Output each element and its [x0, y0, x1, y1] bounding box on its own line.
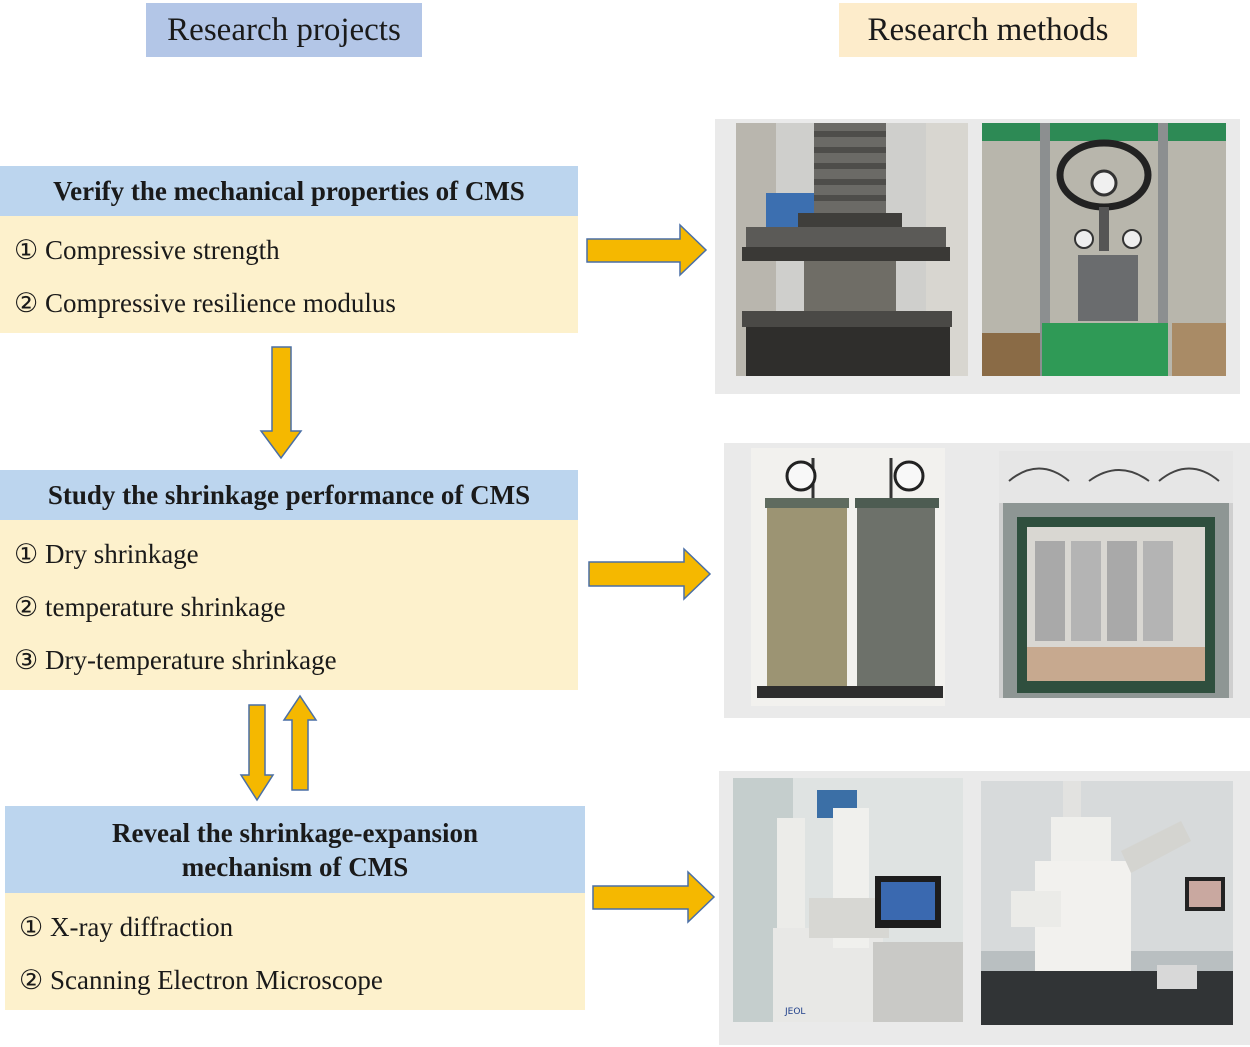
list-item: ① Dry shrinkage [14, 539, 199, 569]
compression-press-photo [736, 123, 968, 376]
shrinkage-performance-block: Study the shrinkage performance of CMS ①… [0, 470, 578, 690]
list-item: ② Scanning Electron Microscope [19, 965, 383, 995]
right-arrow-icon [588, 547, 712, 601]
mechanical-test-photos [715, 119, 1240, 394]
block-body: ① Compressive strength ② Compressive res… [0, 216, 578, 333]
research-projects-header: Research projects [146, 3, 422, 57]
up-arrow-icon [282, 694, 318, 791]
shrinkage-test-photos [724, 443, 1250, 718]
list-item: ① Compressive strength [14, 235, 280, 265]
block-body: ① Dry shrinkage ② temperature shrinkage … [0, 520, 578, 690]
mechanical-properties-block: Verify the mechanical properties of CMS … [0, 166, 578, 333]
scanning-electron-microscope-photo [981, 781, 1233, 1025]
down-arrow-icon [239, 704, 275, 802]
block-title-line: mechanism of CMS [181, 851, 409, 882]
block-body: ① X-ray diffraction ② Scanning Electron … [5, 893, 585, 1010]
resilience-modulus-tester-photo [982, 123, 1226, 376]
list-item: ③ Dry-temperature shrinkage [14, 645, 337, 675]
temperature-shrinkage-chamber-photo [999, 451, 1233, 698]
svg-text:JEOL: JEOL [784, 1007, 805, 1017]
dry-shrinkage-specimens-photo [751, 448, 945, 706]
list-item: ② temperature shrinkage [14, 592, 286, 622]
mechanism-analysis-photos: JEOL [719, 771, 1250, 1045]
mechanism-block: Reveal the shrinkage-expansion mechanism… [5, 806, 585, 1010]
list-item: ① X-ray diffraction [19, 912, 234, 942]
list-item: ② Compressive resilience modulus [14, 288, 396, 318]
research-methods-header: Research methods [839, 3, 1137, 57]
block-title: Study the shrinkage performance of CMS [0, 470, 578, 520]
block-title: Verify the mechanical properties of CMS [0, 166, 578, 216]
right-arrow-icon [592, 870, 716, 924]
block-title-line: Reveal the shrinkage-expansion [111, 817, 479, 848]
down-arrow-icon [259, 346, 303, 460]
block-title: Reveal the shrinkage-expansion mechanism… [5, 806, 585, 893]
x-ray-diffractometer-photo: JEOL [733, 778, 963, 1022]
right-arrow-icon [586, 223, 708, 277]
